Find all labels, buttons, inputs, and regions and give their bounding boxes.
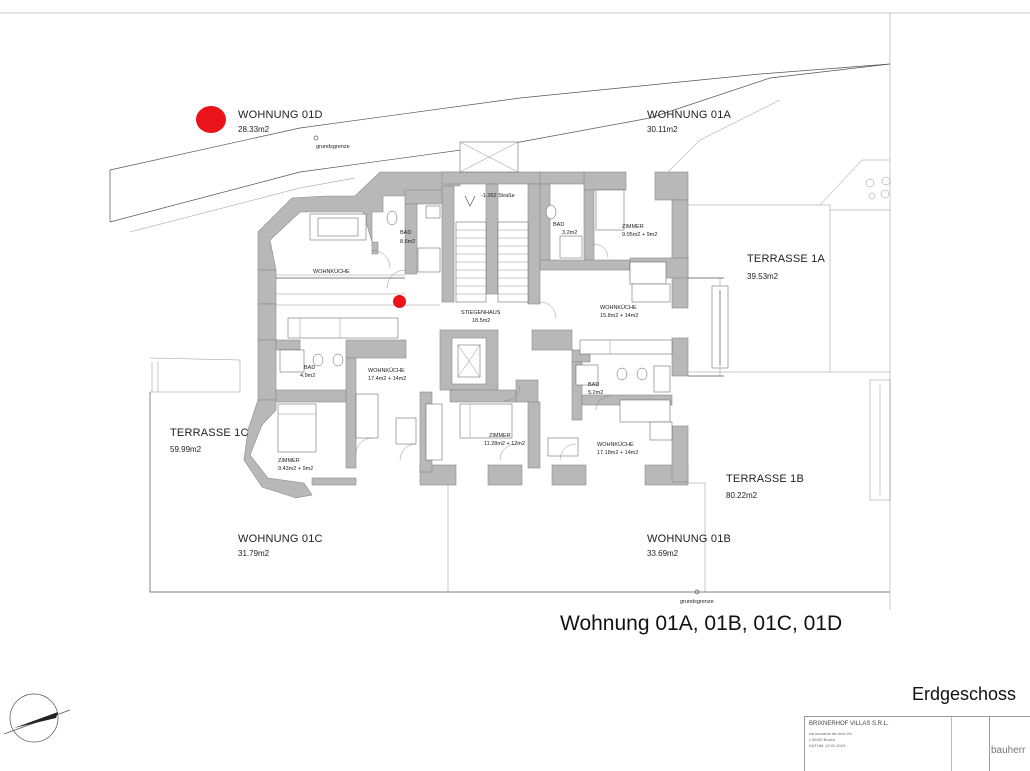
room-zimmer-c-area: 9.43m2 + 9m2 (278, 466, 313, 472)
location-marker-small (393, 295, 406, 308)
terrace-1a-area: 39.53m2 (747, 272, 779, 281)
room-zimmer-b-name: ZIMMER (489, 433, 511, 439)
room-bad-d-name: BAD (400, 230, 411, 236)
neighbour-outline-right (819, 159, 891, 501)
room-wohnkueche-d-name: WOHNKÜCHE (313, 268, 350, 275)
plan-title: Wohnung 01A, 01B, 01C, 01D (560, 612, 843, 635)
terrace-outlines (149, 204, 890, 593)
title-block-cell (951, 717, 990, 771)
terrace-1c-name: TERRASSE 1C (170, 427, 249, 439)
room-wohnkueche-a-name: WOHNKÜCHE (600, 304, 637, 311)
apartment-01a-area: 30.11m2 (647, 125, 678, 134)
room-zimmer-a-area: 9.05m2 + 9m2 (622, 232, 657, 238)
elevator (457, 344, 481, 378)
room-wohnkueche-b-area: 17.18m2 + 14m2 (597, 450, 638, 456)
location-marker-large (196, 106, 226, 133)
apartment-01b-area: 33.69m2 (647, 549, 679, 558)
apartment-01d-name: WOHNUNG 01D (238, 109, 323, 121)
title-block-client: bauherr (991, 745, 1026, 756)
door-swings (355, 243, 611, 461)
street-level-annotation: -1.362 Straße (481, 193, 515, 199)
terrace-1b-area: 80.22m2 (726, 491, 758, 500)
apartment-01d-area: 28.33m2 (238, 125, 270, 134)
room-bad-c-area: 4.9m2 (300, 373, 315, 379)
property-boundary (109, 63, 891, 233)
room-wohnkueche-b-name: WOHNKÜCHE (597, 441, 634, 448)
terrace-1b-name: TERRASSE 1B (726, 473, 804, 485)
title-block-address2: I-39100 Bozen (809, 737, 836, 742)
wall-lines (276, 274, 729, 377)
room-wohnkueche-c-name: WOHNKÜCHE (368, 367, 405, 374)
apartment-01c-name: WOHNUNG 01C (238, 533, 323, 545)
room-zimmer-c-name: ZIMMER (278, 458, 300, 464)
title-block-company: BRIXNERHOF VILLAS S.R.L. (809, 721, 889, 727)
room-bad-c-name: BAD (304, 365, 315, 371)
room-zimmer-b-area: 11.28m2 + 12m2 (484, 441, 525, 447)
room-bad-a-area: 3.2m2 (562, 230, 577, 236)
room-wohnkueche-a-area: 15.8m2 + 14m2 (600, 313, 638, 319)
room-bad-b-name: BAD (588, 382, 599, 388)
room-bad-b-area: 5.2m2 (588, 390, 603, 396)
room-zimmer-a-name: ZIMMER (622, 224, 644, 230)
boundary-label-bottom: grundsgrenze (680, 599, 714, 605)
room-stiegenhaus-area: 18.5m2 (472, 318, 490, 324)
title-block-client-cell (989, 717, 1030, 771)
apartment-01b-name: WOHNUNG 01B (647, 533, 731, 545)
title-block: BRIXNERHOF VILLAS S.R.L. via leonardo da… (804, 716, 1030, 771)
title-block-date: DATUM: 13.01.2024 (809, 743, 846, 748)
furniture (277, 189, 673, 461)
north-arrow-icon (3, 693, 71, 743)
room-stiegenhaus-name: STIEGENHAUS (461, 310, 501, 316)
staircase (455, 195, 529, 303)
terrace-1c-area: 59.99m2 (170, 445, 202, 454)
entrance-canopy (459, 141, 519, 173)
terrace-1a-name: TERRASSE 1A (747, 253, 825, 265)
apartment-01a-name: WOHNUNG 01A (647, 109, 732, 121)
floor-label: Erdgeschoss (912, 684, 1017, 704)
boundary-point-bottom (694, 589, 700, 595)
left-outline (149, 357, 241, 393)
room-bad-d-area: 8.6m2 (400, 239, 415, 245)
title-block-address1: via leonardo da vinci 2/c (809, 731, 852, 736)
boundary-label-top: grundsgrenze (316, 144, 350, 150)
room-wohnkueche-c-area: 17.4m2 + 14m2 (368, 376, 406, 382)
boundary-point-top (313, 135, 319, 141)
room-bad-a-name: BAD (553, 222, 564, 228)
apartment-01c-area: 31.79m2 (238, 549, 270, 558)
